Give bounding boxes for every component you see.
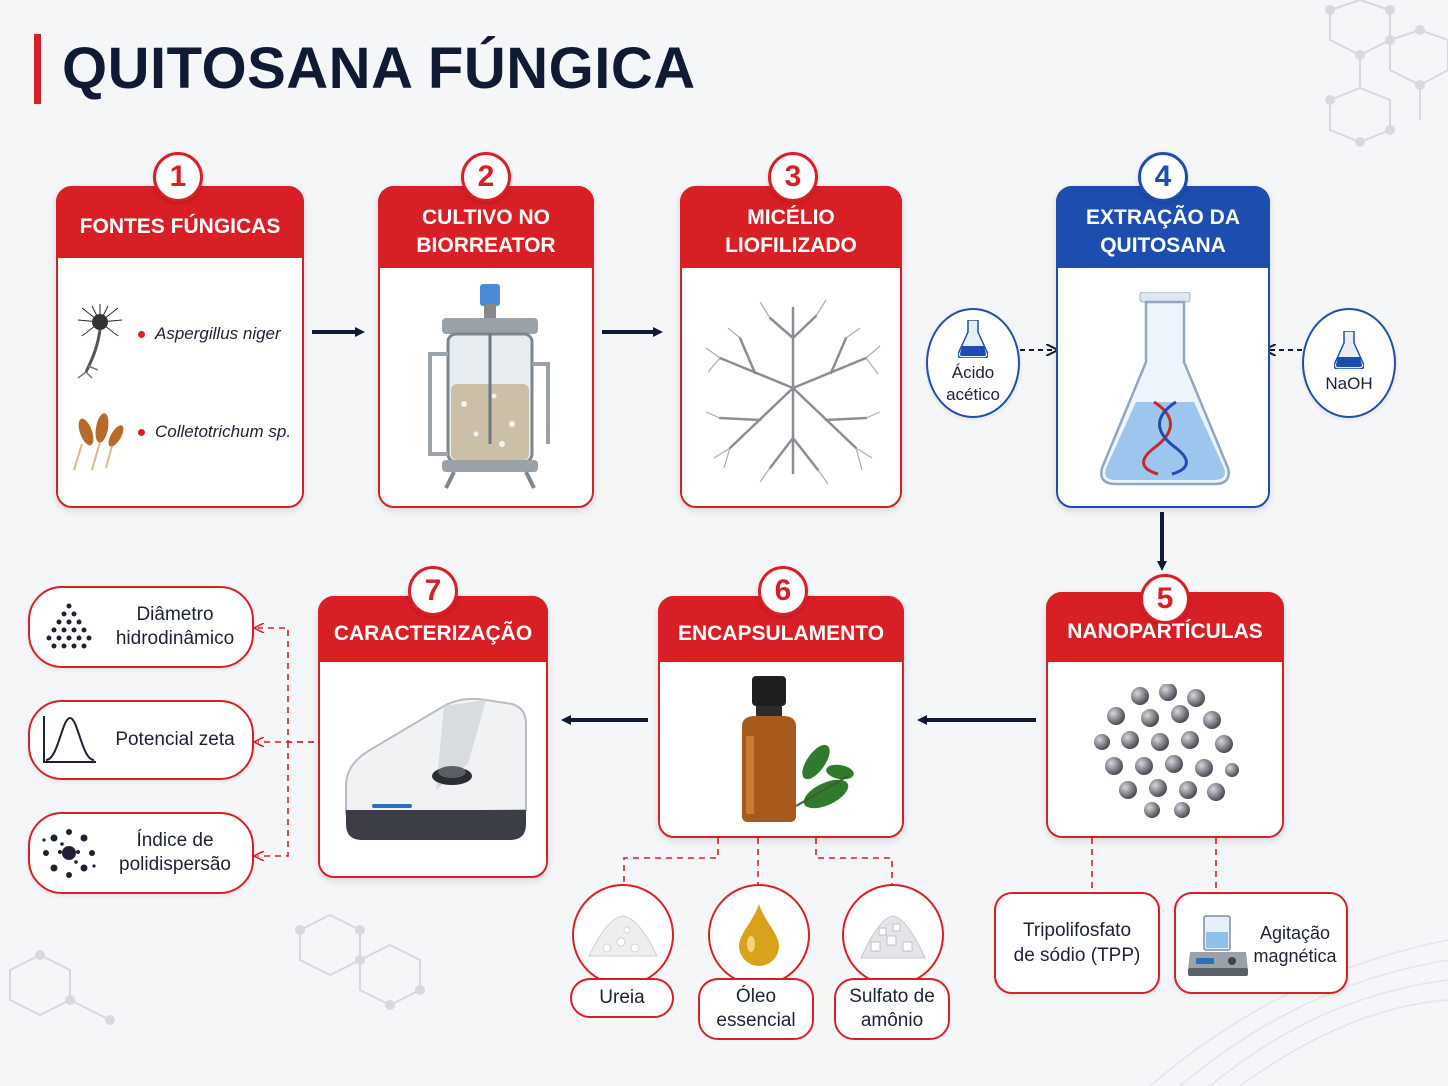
ammonium-sulfate-circle xyxy=(842,884,944,986)
input-magnetic-stirring: Agitação magnética xyxy=(1174,892,1348,994)
title-accent-bar xyxy=(34,34,41,104)
char-polydispersity-index: Índice de polidispersão xyxy=(28,812,254,894)
species-colletotrichum-label: Colletotrichum sp. xyxy=(155,422,292,441)
step-3-badge: 3 xyxy=(768,152,818,202)
step-1-badge: 1 xyxy=(153,152,203,202)
urea-label: Ureia xyxy=(570,978,674,1018)
species-colletotrichum: Colletotrichum sp. xyxy=(138,422,291,442)
mycelium-icon xyxy=(705,299,881,485)
ammonium-sulfate-crystals-icon xyxy=(860,915,926,959)
char-zeta-potential: Potencial zeta xyxy=(28,700,254,780)
ammonium-sulfate-label: Sulfato de amônio xyxy=(834,978,950,1040)
step-5-label: NANOPARTÍCULAS xyxy=(1067,620,1263,643)
urea-powder-icon xyxy=(588,915,658,957)
step-2-badge: 2 xyxy=(461,152,511,202)
step-7-label: CARACTERIZAÇÃO xyxy=(333,622,533,645)
step-5-badge: 5 xyxy=(1140,574,1190,624)
step-1-card: FONTES FÚNGICAS Aspergillus niger Collet… xyxy=(56,186,304,508)
oil-drop-icon xyxy=(739,904,779,966)
species-aspergillus-label: Aspergillus niger xyxy=(155,324,281,343)
step-3-header: MICÉLIO LIOFILIZADO xyxy=(680,186,902,268)
essential-oil-circle xyxy=(708,884,810,986)
pyramid-dots-icon xyxy=(30,588,108,666)
bioreactor-icon xyxy=(428,284,550,489)
reagent-naoh-label: NaOH xyxy=(1325,374,1373,393)
bullet-dot xyxy=(138,428,145,436)
flask-dna-icon xyxy=(1100,292,1230,486)
essential-oil-bottle-icon xyxy=(742,676,854,822)
reagent-acetic-label: Ácido acético xyxy=(946,363,1000,404)
step-2-card: CULTIVO NO BIORREATOR xyxy=(378,186,594,508)
step-5-card: NANOPARTÍCULAS xyxy=(1046,592,1284,838)
char-polydispersity-label: Índice de polidispersão xyxy=(119,830,231,875)
char-zeta-label: Potencial zeta xyxy=(115,729,235,750)
step-6-card: ENCAPSULAMENTO xyxy=(658,596,904,838)
aspergillus-icon xyxy=(77,304,123,379)
reagent-naoh: NaOH xyxy=(1302,308,1396,418)
dispersed-particles-icon xyxy=(30,814,108,892)
urea-circle xyxy=(572,884,674,986)
beaker-icon xyxy=(1334,331,1364,369)
step-2-label: CULTIVO NO BIORREATOR xyxy=(416,206,556,257)
step-2-header: CULTIVO NO BIORREATOR xyxy=(378,186,594,268)
step-5-header: NANOPARTÍCULAS xyxy=(1046,592,1284,662)
step-6-header: ENCAPSULAMENTO xyxy=(658,596,904,662)
nanoparticles-icon xyxy=(1094,684,1239,818)
step-1-header: FONTES FÚNGICAS xyxy=(56,186,304,258)
bell-curve-icon xyxy=(30,702,108,778)
step-4-badge: 4 xyxy=(1138,152,1188,202)
step-7-card: CARACTERIZAÇÃO xyxy=(318,596,548,878)
step-6-badge: 6 xyxy=(758,566,808,616)
step-1-label: FONTES FÚNGICAS xyxy=(79,215,281,238)
page-title: QUITOSANA FÚNGICA xyxy=(62,36,696,101)
step-7-badge: 7 xyxy=(408,566,458,616)
essential-oil-label: Óleo essencial xyxy=(698,978,814,1040)
char-hydrodynamic-diameter: Diâmetro hidrodinâmico xyxy=(28,586,254,668)
step-6-label: ENCAPSULAMENTO xyxy=(677,622,885,645)
beaker-icon xyxy=(958,320,988,358)
step-3-card: MICÉLIO LIOFILIZADO xyxy=(680,186,902,508)
char-hydrodynamic-label: Diâmetro hidrodinâmico xyxy=(115,604,235,649)
step-4-card: EXTRAÇÃO DA QUITOSANA xyxy=(1056,186,1270,508)
step-3-label: MICÉLIO LIOFILIZADO xyxy=(725,206,857,257)
magnetic-stirrer-icon xyxy=(1188,915,1248,976)
bullet-dot xyxy=(138,330,145,338)
zetasizer-instrument-icon xyxy=(345,697,527,840)
input-tpp: Tripolifosfato de sódio (TPP) xyxy=(994,892,1160,994)
colletotrichum-icon xyxy=(73,413,124,471)
species-aspergillus: Aspergillus niger xyxy=(138,324,281,344)
reagent-acetic-acid: Ácido acético xyxy=(926,308,1020,418)
input-magnetic-label: Agitação magnética xyxy=(1253,923,1337,966)
step-4-label: EXTRAÇÃO DA QUITOSANA xyxy=(1085,206,1240,257)
step-4-header: EXTRAÇÃO DA QUITOSANA xyxy=(1056,186,1270,268)
